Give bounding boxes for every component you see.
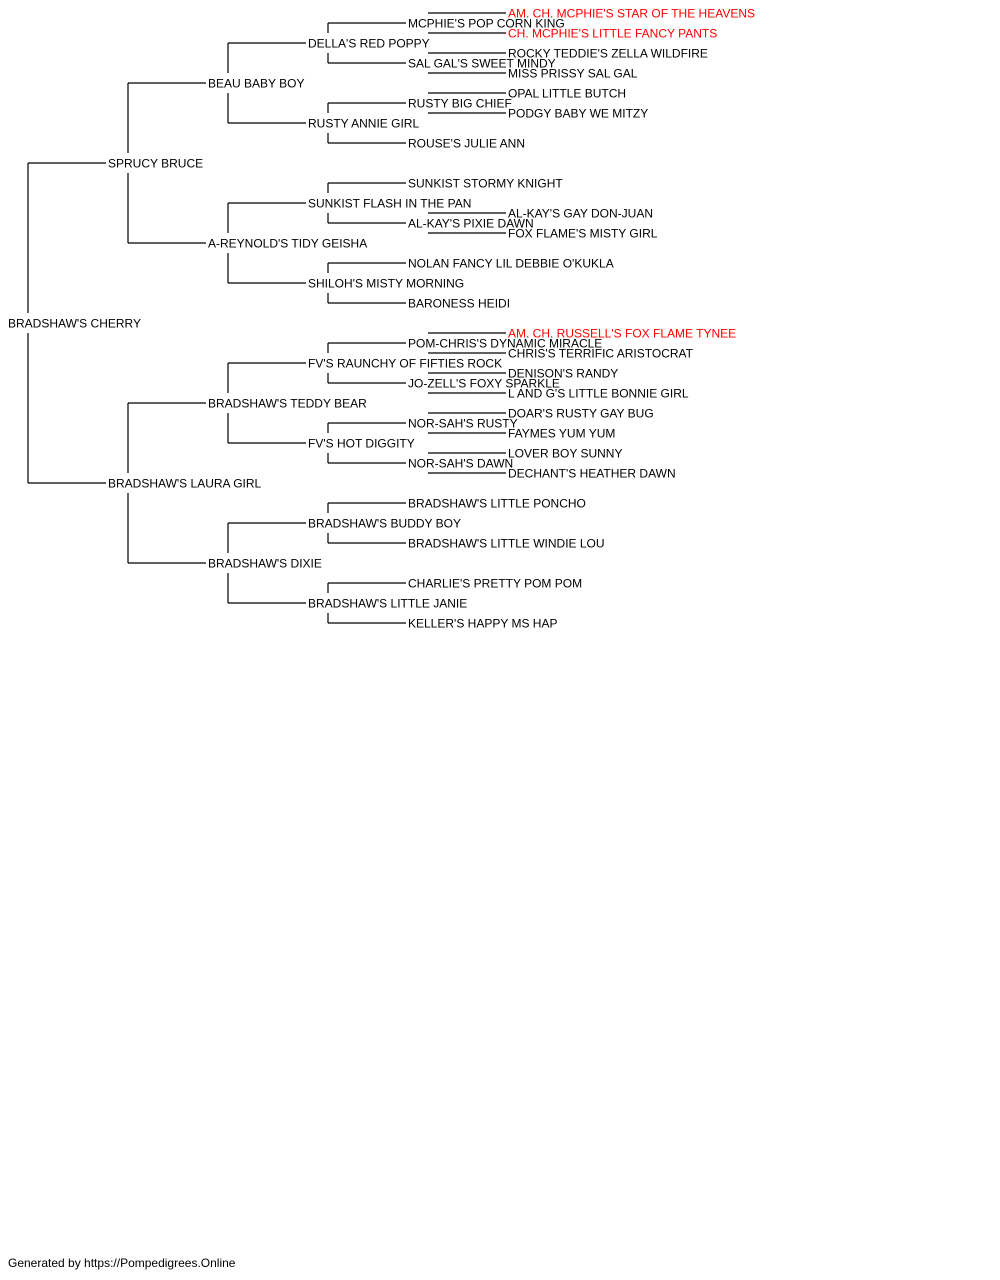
sire-name-gen2: BEAU BABY BOY	[208, 77, 305, 91]
dam-name-gen3: SHILOH'S MISTY MORNING	[308, 277, 464, 291]
dam-name-gen3: BRADSHAW'S LITTLE JANIE	[308, 597, 467, 611]
dam-name-gen4: AL-KAY'S PIXIE DAWN	[408, 217, 534, 231]
sire-name-gen3: DELLA'S RED POPPY	[308, 37, 430, 51]
sire-name-gen4: RUSTY BIG CHIEF	[408, 97, 512, 111]
dam-name-gen2: A-REYNOLD'S TIDY GEISHA	[208, 237, 367, 251]
dam-name-gen3: FV'S HOT DIGGITY	[308, 437, 415, 451]
sire-name-gen5: ROCKY TEDDIE'S ZELLA WILDFIRE	[508, 47, 708, 61]
dam-name-gen5: FAYMES YUM YUM	[508, 427, 615, 441]
dam-name-gen2: BRADSHAW'S DIXIE	[208, 557, 322, 571]
dam-name-gen5: CHRIS'S TERRIFIC ARISTOCRAT	[508, 347, 694, 361]
sire-name-gen3: FV'S RAUNCHY OF FIFTIES ROCK	[308, 357, 502, 371]
sire-name-gen4: SUNKIST STORMY KNIGHT	[408, 177, 563, 191]
dam-name-gen4: SAL GAL'S SWEET MINDY	[408, 57, 556, 71]
sire-name-gen5: OPAL LITTLE BUTCH	[508, 87, 626, 101]
dam-name-gen1: BRADSHAW'S LAURA GIRL	[108, 477, 262, 491]
sire-name-gen3: SUNKIST FLASH IN THE PAN	[308, 197, 471, 211]
sire-name-gen4: CHARLIE'S PRETTY POM POM	[408, 577, 582, 591]
subject-name: BRADSHAW'S CHERRY	[8, 317, 141, 331]
dam-name-gen5: DECHANT'S HEATHER DAWN	[508, 467, 676, 481]
dam-name-gen5: CH. MCPHIE'S LITTLE FANCY PANTS	[508, 27, 717, 41]
sire-name-gen3: BRADSHAW'S BUDDY BOY	[308, 517, 461, 531]
sire-name-gen5: AL-KAY'S GAY DON-JUAN	[508, 207, 653, 221]
sire-name-gen5: AM. CH. MCPHIE'S STAR OF THE HEAVENS	[508, 7, 755, 21]
sire-name-gen4: NOLAN FANCY LIL DEBBIE O'KUKLA	[408, 257, 614, 271]
sire-name-gen5: DOAR'S RUSTY GAY BUG	[508, 407, 654, 421]
dam-name-gen4: BARONESS HEIDI	[408, 297, 510, 311]
dam-name-gen4: ROUSE'S JULIE ANN	[408, 137, 525, 151]
sire-name-gen4: NOR-SAH'S RUSTY	[408, 417, 518, 431]
sire-name-gen5: DENISON'S RANDY	[508, 367, 618, 381]
footer-credit: Generated by https://Pompedigrees.Online	[8, 1256, 236, 1270]
dam-name-gen4: BRADSHAW'S LITTLE WINDIE LOU	[408, 537, 605, 551]
dam-name-gen5: FOX FLAME'S MISTY GIRL	[508, 227, 658, 241]
dam-name-gen4: JO-ZELL'S FOXY SPARKLE	[408, 377, 560, 391]
sire-name-gen4: BRADSHAW'S LITTLE PONCHO	[408, 497, 586, 511]
sire-name-gen1: SPRUCY BRUCE	[108, 157, 203, 171]
dam-name-gen4: KELLER'S HAPPY MS HAP	[408, 617, 557, 631]
dam-name-gen5: PODGY BABY WE MITZY	[508, 107, 648, 121]
sire-name-gen4: MCPHIE'S POP CORN KING	[408, 17, 565, 31]
sire-name-gen4: POM-CHRIS'S DYNAMIC MIRACLE	[408, 337, 602, 351]
sire-name-gen2: BRADSHAW'S TEDDY BEAR	[208, 397, 367, 411]
dam-name-gen4: NOR-SAH'S DAWN	[408, 457, 513, 471]
sire-name-gen5: LOVER BOY SUNNY	[508, 447, 622, 461]
dam-name-gen3: RUSTY ANNIE GIRL	[308, 117, 419, 131]
dam-name-gen5: L AND G'S LITTLE BONNIE GIRL	[508, 387, 689, 401]
dam-name-gen5: MISS PRISSY SAL GAL	[508, 67, 638, 81]
sire-name-gen5: AM. CH. RUSSELL'S FOX FLAME TYNEE	[508, 327, 736, 341]
